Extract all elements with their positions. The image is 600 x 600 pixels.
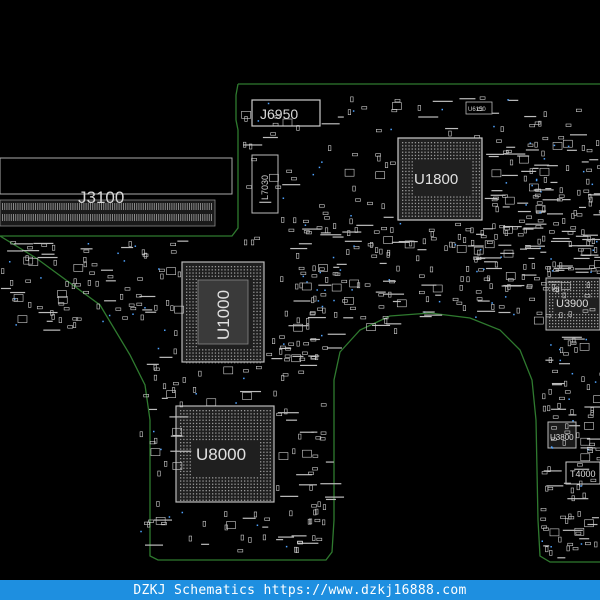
u8000-label: U8000 xyxy=(196,445,246,464)
u3800-label: U3800 xyxy=(550,433,574,442)
t4000-component: T4000 xyxy=(565,461,600,485)
j3100-label: J3100 xyxy=(78,188,124,207)
footer-text: DZKJ Schematics https://www.dzkj16888.co… xyxy=(133,583,466,598)
u3800-chip: U3800 xyxy=(547,421,577,449)
footer-brand: DZKJ Schematics xyxy=(133,582,256,598)
l7030-inductor: L7030 xyxy=(251,154,279,214)
l7030-label: L7030 xyxy=(260,175,270,200)
small-components xyxy=(0,96,600,559)
footer-url: https://www.dzkj16888.com xyxy=(263,582,467,598)
u3900-chip: U3900 xyxy=(545,277,600,331)
u1800-chip: U1800 xyxy=(397,137,483,221)
board-outline xyxy=(0,83,600,563)
u3900-label: U3900 xyxy=(556,298,588,310)
u1000-chip: U1000 xyxy=(181,261,265,364)
j3100-connector: J3100 xyxy=(0,157,233,227)
t4000-label: T4000 xyxy=(570,469,596,479)
u8000-chip: U8000 xyxy=(175,405,275,503)
u6150-label: U6150 xyxy=(468,107,486,113)
footer-banner: DZKJ Schematics https://www.dzkj16888.co… xyxy=(0,580,600,600)
u1800-label: U1800 xyxy=(414,171,458,188)
u6150-chip: U6150 xyxy=(465,101,493,115)
j6950-label: J6950 xyxy=(260,106,298,122)
u1000-label: U1000 xyxy=(214,290,233,340)
schematic-board: J3100 J6950 L7030 U1800 U1000 U8000 U390… xyxy=(0,83,600,563)
